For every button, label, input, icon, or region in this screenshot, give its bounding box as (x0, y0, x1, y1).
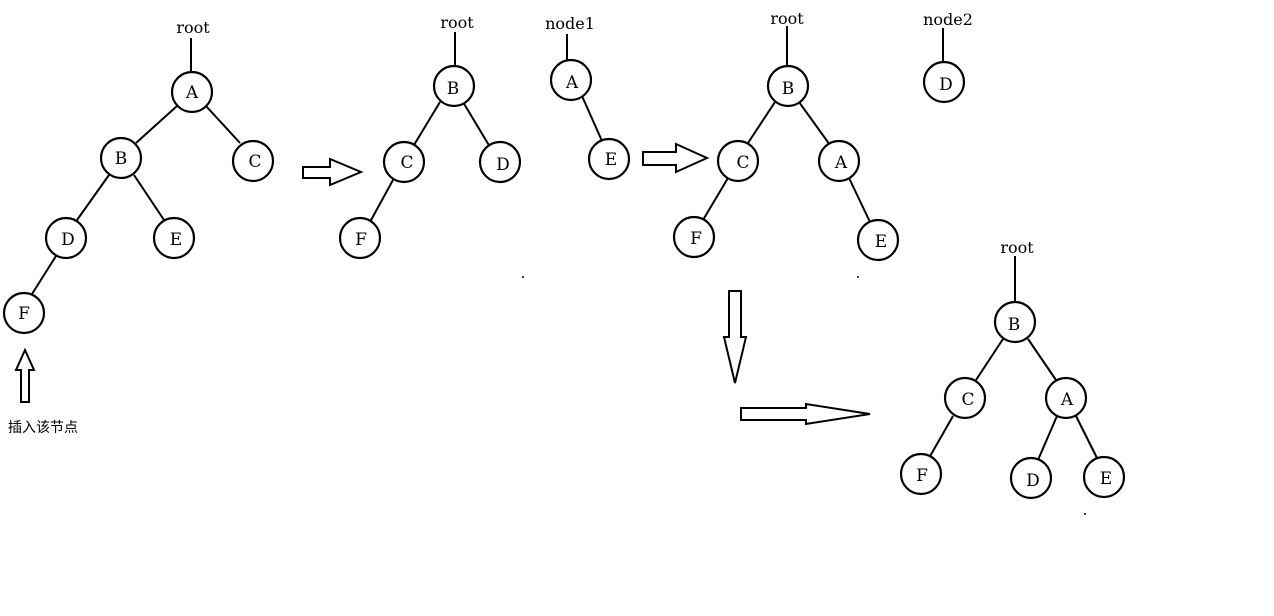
tree-node-a: A (817, 139, 861, 183)
svg-text:C: C (961, 390, 974, 410)
svg-text:E: E (875, 232, 887, 252)
tree-node-f: F (2, 291, 46, 335)
tree-node-c: C (382, 140, 426, 184)
tree-step2-node1: node1 A E (545, 14, 631, 181)
svg-text:A: A (565, 73, 579, 93)
edge-c-f (702, 177, 729, 221)
svg-text:E: E (170, 230, 182, 250)
edge-a-c (205, 105, 241, 144)
tree-node-b: B (766, 64, 810, 108)
tree-node-e: E (152, 216, 196, 260)
step-arrow-final (740, 402, 871, 426)
edge-c-f (369, 179, 394, 223)
tree-node-a: A (549, 58, 593, 102)
step-arrow-1 (302, 157, 364, 187)
svg-text:B: B (115, 149, 128, 169)
stray-dot (522, 276, 524, 278)
svg-text:D: D (61, 230, 75, 250)
tree-node-a: A (170, 70, 214, 114)
svg-text:E: E (1100, 469, 1112, 489)
edge-b-a (798, 101, 831, 146)
root-label: root (176, 18, 210, 37)
node2-label: node2 (923, 10, 973, 29)
stray-dot (1084, 513, 1086, 515)
edge-a-e (581, 95, 603, 142)
edge-b-c (975, 338, 1004, 381)
svg-text:B: B (447, 79, 460, 99)
tree-node-d: D (1009, 456, 1053, 500)
tree-node-d: D (922, 60, 966, 104)
tree-final: root B C A F D E (899, 238, 1126, 515)
tree-original: root A B C D E F 插入该 (2, 18, 275, 436)
svg-text:B: B (782, 79, 795, 99)
edge-a-b (135, 105, 178, 144)
stray-dot (857, 276, 859, 278)
tree-step3-node2: node2 D (922, 10, 973, 104)
svg-text:A: A (1060, 390, 1074, 410)
tree-node-b: B (99, 136, 143, 180)
svg-text:C: C (248, 152, 261, 172)
svg-text:F: F (916, 466, 928, 486)
edge-b-d (462, 101, 491, 148)
svg-text:E: E (605, 150, 617, 170)
tree-node-c: C (231, 139, 275, 183)
insert-caption: 插入该节点 (8, 420, 78, 436)
tree-node-e: E (587, 137, 631, 181)
svg-text:A: A (185, 83, 199, 103)
edge-a-e (1075, 415, 1098, 459)
tree-node-a: A (1044, 376, 1088, 420)
node1-label: node1 (545, 14, 595, 33)
edge-b-e (133, 174, 165, 221)
tree-node-c: C (943, 376, 987, 420)
insert-up-arrow (14, 347, 36, 403)
tree-node-b: B (993, 300, 1037, 344)
edge-a-d (1037, 415, 1058, 461)
svg-text:F: F (18, 304, 30, 324)
edge-d-f (31, 255, 57, 295)
svg-text:D: D (1026, 471, 1040, 491)
svg-text:A: A (834, 153, 848, 173)
step-arrow-2 (642, 142, 710, 174)
root-label: root (1000, 238, 1034, 257)
edge-b-a (1027, 338, 1057, 381)
svg-text:F: F (355, 230, 367, 250)
svg-text:D: D (496, 155, 510, 175)
tree-node-d: D (44, 216, 88, 260)
tree-node-e: E (856, 218, 900, 262)
tree-node-b: B (432, 64, 476, 108)
root-label: root (440, 13, 474, 32)
tree-node-f: F (672, 215, 716, 259)
edge-c-f (928, 415, 954, 459)
step-arrow-down (722, 290, 748, 384)
tree-node-c: C (716, 139, 760, 183)
svg-text:B: B (1008, 315, 1021, 335)
edge-b-c (747, 101, 776, 144)
svg-text:C: C (736, 153, 749, 173)
svg-text:F: F (690, 229, 702, 249)
edge-b-d (76, 174, 110, 221)
root-label: root (770, 9, 804, 28)
edge-a-e (848, 177, 871, 223)
svg-text:C: C (400, 153, 413, 173)
tree-node-e: E (1082, 455, 1126, 499)
tree-step3-root: root B C A F E (672, 9, 900, 278)
tree-node-d: D (478, 140, 522, 184)
edge-b-c (413, 101, 441, 146)
tree-node-f: F (899, 452, 943, 496)
tree-step2-root: root B C D F (338, 13, 524, 278)
tree-node-f: F (338, 216, 382, 260)
svg-text:D: D (939, 75, 953, 95)
